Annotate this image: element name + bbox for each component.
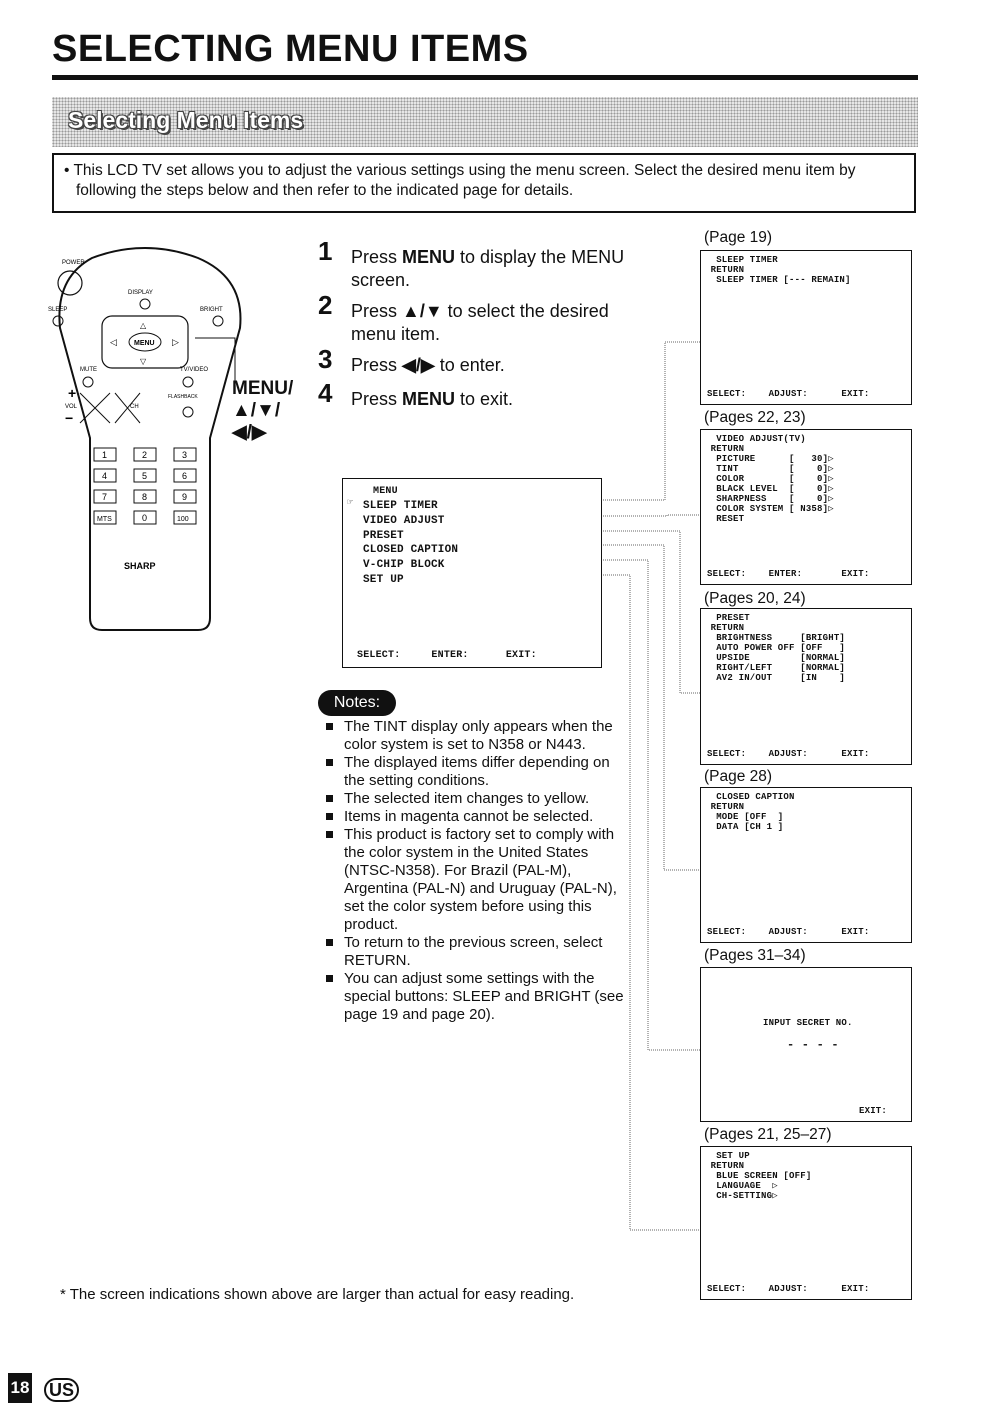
- svg-text:BRIGHT: BRIGHT: [200, 307, 223, 313]
- main-menu-screen: MENU ☞ SLEEP TIMER VIDEO ADJUST PRESET C…: [342, 478, 602, 668]
- submenu-page-label: (Pages 21, 25–27): [704, 1126, 832, 1143]
- svg-text:2: 2: [142, 450, 147, 460]
- power-button-icon: [57, 270, 83, 296]
- region-mark: US: [44, 1378, 80, 1402]
- svg-text:9: 9: [182, 492, 187, 502]
- main-menu-title: MENU: [373, 486, 398, 497]
- svg-text:△: △: [140, 321, 147, 330]
- svg-text:+: +: [68, 385, 76, 401]
- main-menu-item[interactable]: SLEEP TIMER: [363, 500, 438, 512]
- notes-list: The TINT display only appears when the c…: [326, 718, 626, 1024]
- svg-text:6: 6: [182, 471, 187, 481]
- main-menu-item[interactable]: CLOSED CAPTION: [363, 544, 459, 556]
- note-item: You can adjust some settings with the sp…: [326, 970, 626, 1024]
- main-menu-footer: SELECT: ENTER: EXIT:: [357, 650, 537, 661]
- svg-text:CH: CH: [130, 404, 139, 410]
- closed-caption-screen: CLOSED CAPTION RETURN MODE [OFF ] DATA […: [700, 787, 912, 943]
- cursor-icon: ☞: [347, 498, 354, 509]
- remote-callout: MENU/ ▲/▼/ ◀/▶: [232, 378, 294, 443]
- svg-text:7: 7: [102, 492, 107, 502]
- main-menu-item[interactable]: VIDEO ADJUST: [363, 515, 445, 527]
- note-item: The displayed items differ depending on …: [326, 754, 626, 790]
- svg-text:5: 5: [142, 471, 147, 481]
- submenu-page-label: (Page 28): [704, 768, 773, 785]
- submenu-page-label: (Pages 20, 24): [704, 590, 806, 607]
- submenu-page-label: (Pages 31–34): [704, 947, 806, 964]
- main-menu-item[interactable]: V-CHIP BLOCK: [363, 559, 445, 571]
- note-item: The selected item changes to yellow.: [326, 790, 626, 808]
- svg-text:◁: ◁: [110, 337, 117, 347]
- dpad-icon: [101, 315, 189, 369]
- note-item: This product is factory set to comply wi…: [326, 826, 626, 934]
- preset-screen: PRESET RETURN BRIGHTNESS [BRIGHT] AUTO P…: [700, 608, 912, 765]
- note-item: Items in magenta cannot be selected.: [326, 808, 626, 826]
- sleep-timer-screen: SLEEP TIMER RETURN SLEEP TIMER [--- REMA…: [700, 250, 912, 405]
- remote-control-illustration: POWER DISPLAY SLEEP BRIGHT MENU ◁ ▷ △ ▽ …: [48, 247, 242, 631]
- page-number: 18: [8, 1373, 32, 1403]
- submenu-page-label: (Pages 22, 23): [704, 409, 806, 426]
- svg-text:▽: ▽: [140, 357, 147, 366]
- title-rule: [52, 75, 918, 80]
- main-menu-item[interactable]: SET UP: [363, 574, 404, 586]
- svg-text:8: 8: [142, 492, 147, 502]
- intro-box: • This LCD TV set allows you to adjust t…: [52, 153, 916, 213]
- svg-text:VOL: VOL: [65, 404, 78, 410]
- video-adjust-screen: VIDEO ADJUST(TV) RETURN PICTURE [ 30]▷ T…: [700, 429, 912, 585]
- svg-text:4: 4: [102, 471, 107, 481]
- svg-text:1: 1: [102, 450, 107, 460]
- svg-text:MUTE: MUTE: [80, 367, 97, 373]
- svg-text:0: 0: [142, 513, 147, 523]
- svg-text:3: 3: [182, 450, 187, 460]
- v-chip-screen: INPUT SECRET NO. - - - - EXIT:: [700, 967, 912, 1122]
- note-item: To return to the previous screen, select…: [326, 934, 626, 970]
- svg-text:100: 100: [177, 516, 189, 523]
- footnote: * The screen indications shown above are…: [60, 1286, 575, 1303]
- notes-badge: Notes:: [318, 690, 396, 716]
- svg-text:DISPLAY: DISPLAY: [128, 290, 153, 296]
- svg-text:TV/VIDEO: TV/VIDEO: [180, 367, 208, 373]
- svg-text:FLASHBACK: FLASHBACK: [168, 394, 198, 400]
- brand-logo: SHARP: [124, 561, 156, 571]
- section-banner: Selecting Menu Items: [52, 97, 918, 147]
- main-menu-item[interactable]: PRESET: [363, 530, 404, 542]
- note-item: The TINT display only appears when the c…: [326, 718, 626, 754]
- submenu-page-label: (Page 19): [704, 229, 773, 246]
- intro-text: • This LCD TV set allows you to adjust t…: [64, 162, 856, 199]
- svg-text:POWER: POWER: [62, 260, 85, 266]
- set-up-screen: SET UP RETURN BLUE SCREEN [OFF] LANGUAGE…: [700, 1146, 912, 1300]
- svg-text:SLEEP: SLEEP: [48, 307, 67, 313]
- page-title: SELECTING MENU ITEMS: [52, 28, 529, 70]
- svg-text:MENU: MENU: [134, 340, 155, 347]
- section-title: Selecting Menu Items: [68, 107, 304, 133]
- svg-text:▷: ▷: [172, 337, 179, 347]
- svg-text:MTS: MTS: [97, 516, 112, 523]
- svg-text:−: −: [65, 410, 73, 426]
